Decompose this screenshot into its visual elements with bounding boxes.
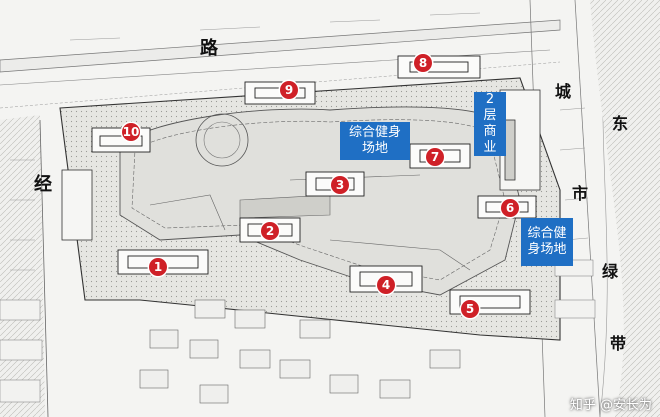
east-road-label-4: 绿: [602, 262, 619, 281]
building-marker-7[interactable]: 7: [426, 148, 444, 166]
building-marker-10[interactable]: 10: [122, 123, 140, 141]
west-road-label: 经: [34, 174, 52, 195]
commercial-2f-zone: 2层商业: [474, 92, 506, 156]
commercial-2f-label: 2层商业: [483, 92, 497, 155]
building-marker-9[interactable]: 9: [280, 81, 298, 99]
building-marker-4[interactable]: 4: [377, 276, 395, 294]
building-marker-6[interactable]: 6: [501, 199, 519, 217]
east-road-label-2: 东: [612, 114, 629, 133]
fitness-area-north: 综合健身场地: [340, 122, 410, 160]
fitness-area-north-label: 综合健身场地: [348, 125, 401, 156]
fitness-area-east: 综合健身场地: [521, 218, 573, 266]
east-road-label-5: 带: [610, 334, 627, 353]
building-marker-8[interactable]: 8: [414, 54, 432, 72]
north-road-label: 路: [200, 38, 218, 59]
fitness-area-east-label: 综合健身场地: [527, 226, 567, 257]
building-marker-5[interactable]: 5: [461, 300, 479, 318]
watermark: 知乎 @安长为: [569, 398, 652, 413]
building-marker-2[interactable]: 2: [261, 222, 279, 240]
east-green-belt: [590, 0, 660, 417]
building-marker-1[interactable]: 1: [149, 258, 167, 276]
building-marker-3[interactable]: 3: [331, 176, 349, 194]
north-road: [0, 19, 561, 73]
east-road-label-1: 城: [555, 82, 572, 101]
east-road-label-3: 市: [572, 184, 589, 203]
southern-housing: [139, 299, 461, 404]
west-road-strip: [0, 115, 45, 417]
